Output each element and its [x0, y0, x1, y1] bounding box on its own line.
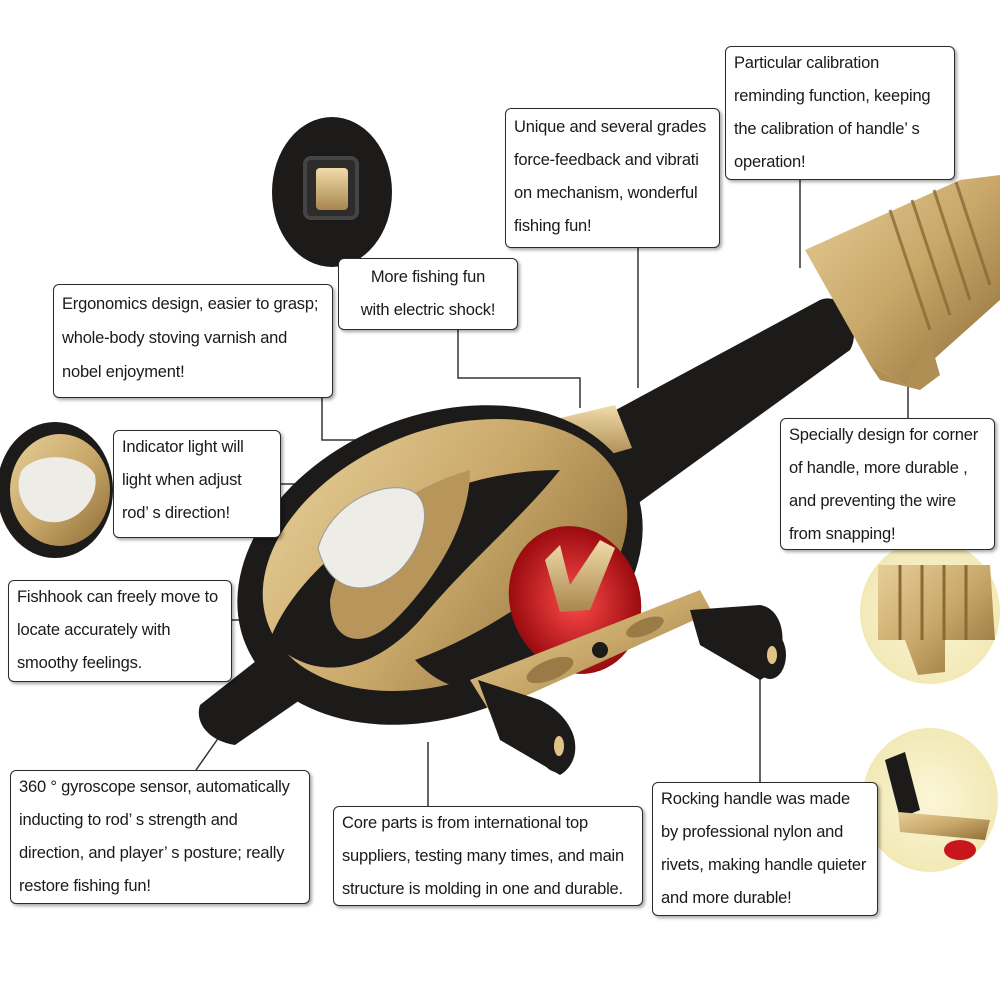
- callout-corner-line-3: and preventing the wire: [789, 492, 956, 510]
- indicator-light: [317, 487, 425, 589]
- callout-core-parts-line-1: Core parts is from international top: [342, 814, 588, 832]
- callout-ergonomics-line-3: nobel enjoyment!: [62, 363, 185, 381]
- callout-electric-shock: More fishing fun with electric shock!: [338, 258, 518, 330]
- callout-corner-line-2: of handle, more durable ,: [789, 459, 968, 477]
- rod-tip: [805, 175, 1000, 390]
- callout-core-parts-line-3: structure is molding in one and durable.: [342, 880, 623, 898]
- callout-calibration-line-1: Particular calibration: [734, 54, 880, 72]
- callout-fishhook: Fishhook can freely move to locate accur…: [8, 580, 232, 682]
- callout-indicator-line-3: rod’ s direction!: [122, 504, 230, 522]
- fishhook-bail: [545, 540, 615, 612]
- crank-knobs: [478, 605, 786, 775]
- inset-corner: [860, 540, 1000, 684]
- callout-calibration-line-3: the calibration of handle’ s: [734, 120, 920, 138]
- callout-electric-shock-line-2: with electric shock!: [360, 301, 496, 319]
- callout-electric-shock-line-1: More fishing fun: [370, 268, 486, 286]
- callout-rocking-handle-line-3: rivets, making handle quieter: [661, 856, 867, 874]
- callout-rocking-handle-line-1: Rocking handle was made: [661, 790, 850, 808]
- inset-shock-button: [272, 117, 392, 267]
- callout-corner-line-4: from snapping!: [789, 525, 896, 543]
- shock-button: [560, 405, 632, 460]
- rod-shaft: [560, 298, 854, 520]
- callout-fishhook-line-1: Fishhook can freely move to: [17, 588, 218, 606]
- callout-core-parts: Core parts is from international top sup…: [333, 806, 643, 906]
- callout-core-parts-line-2: suppliers, testing many times, and main: [342, 847, 624, 865]
- callout-force-feedback-line-1: Unique and several grades: [514, 118, 707, 136]
- crank-arm: [470, 590, 712, 712]
- callout-gyroscope-line-2: inducting to rod’ s strength and: [19, 811, 238, 829]
- callout-corner-line-1: Specially design for corner: [789, 426, 979, 444]
- callout-corner: Specially design for corner of handle, m…: [780, 418, 995, 550]
- callout-rocking-handle-line-4: and more durable!: [661, 889, 792, 907]
- callout-ergonomics-line-2: whole-body stoving varnish and: [62, 329, 288, 347]
- callout-calibration-line-4: operation!: [734, 153, 806, 171]
- callout-force-feedback-line-2: force-feedback and vibrati: [514, 151, 699, 169]
- callout-gyroscope-line-1: 360 ° gyroscope sensor, automatically: [19, 778, 290, 796]
- callout-indicator: Indicator light will light when adjust r…: [113, 430, 281, 538]
- callout-gyroscope: 360 ° gyroscope sensor, automatically in…: [10, 770, 310, 904]
- callout-force-feedback: Unique and several grades force-feedback…: [505, 108, 720, 248]
- callout-calibration-line-2: reminding function, keeping: [734, 87, 931, 105]
- callout-indicator-line-1: Indicator light will: [122, 438, 244, 456]
- callout-ergonomics-line-1: Ergonomics design, easier to grasp;: [62, 295, 319, 313]
- callout-gyroscope-line-3: direction, and player’ s posture; really: [19, 844, 285, 862]
- callout-rocking-handle-line-2: by professional nylon and: [661, 823, 844, 841]
- callout-gyroscope-line-4: restore fishing fun!: [19, 877, 151, 895]
- callout-force-feedback-line-3: on mechanism, wonderful: [514, 184, 698, 202]
- callout-fishhook-line-2: locate accurately with: [17, 621, 171, 639]
- callout-ergonomics: Ergonomics design, easier to grasp; whol…: [53, 284, 333, 398]
- callout-fishhook-line-3: smoothy feelings.: [17, 654, 142, 672]
- inset-rocking-handle: [862, 728, 998, 872]
- inset-indicator-light: [0, 422, 113, 558]
- callout-indicator-line-2: light when adjust: [122, 471, 242, 489]
- bottom-stub: [198, 650, 304, 745]
- callout-force-feedback-line-4: fishing fun!: [514, 217, 592, 235]
- callout-calibration: Particular calibration reminding functio…: [725, 46, 955, 180]
- callout-rocking-handle: Rocking handle was made by professional …: [652, 782, 878, 916]
